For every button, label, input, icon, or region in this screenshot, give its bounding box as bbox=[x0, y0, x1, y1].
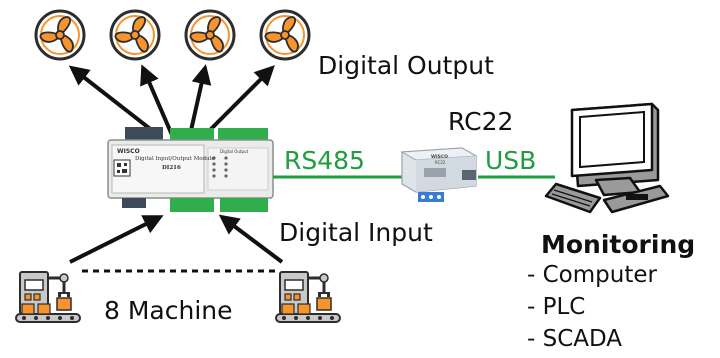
input-arrow bbox=[218, 214, 284, 264]
device-title: Digital Input/Output Module bbox=[135, 156, 215, 162]
fan-icon bbox=[34, 9, 86, 61]
io-module-icon bbox=[107, 127, 274, 212]
output-arrow bbox=[140, 64, 174, 136]
machines-label: 8 Machine bbox=[104, 296, 233, 325]
output-arrow bbox=[203, 65, 275, 137]
rc22-label: RC22 bbox=[448, 107, 514, 136]
converter-brand: WISCO bbox=[431, 154, 448, 160]
monitoring-item-computer: - Computer bbox=[527, 262, 657, 288]
input-arrow bbox=[69, 215, 164, 264]
monitoring-item-plc: - PLC bbox=[527, 294, 586, 320]
digital-input-label: Digital Input bbox=[279, 218, 433, 247]
device-brand: WISCO bbox=[117, 148, 140, 155]
machine-icon bbox=[14, 270, 82, 324]
fan-icon bbox=[184, 9, 236, 61]
device-model: DI216 bbox=[162, 165, 181, 171]
fan-icon bbox=[109, 9, 161, 61]
converter-model: RC22 bbox=[435, 160, 446, 165]
usb-label: USB bbox=[485, 146, 537, 175]
rs485-label: RS485 bbox=[284, 146, 365, 175]
monitoring-item-scada: - SCADA bbox=[527, 326, 623, 352]
fan-icon bbox=[259, 9, 311, 61]
computer-icon bbox=[544, 102, 670, 214]
digital-output-label: Digital Output bbox=[318, 51, 494, 80]
monitoring-heading: Monitoring bbox=[541, 230, 696, 259]
device-side-label: Digital Output bbox=[220, 149, 249, 154]
output-arrow bbox=[188, 64, 212, 136]
output-arrow bbox=[68, 65, 160, 137]
machine-icon bbox=[274, 270, 342, 324]
converter-icon bbox=[400, 147, 478, 202]
